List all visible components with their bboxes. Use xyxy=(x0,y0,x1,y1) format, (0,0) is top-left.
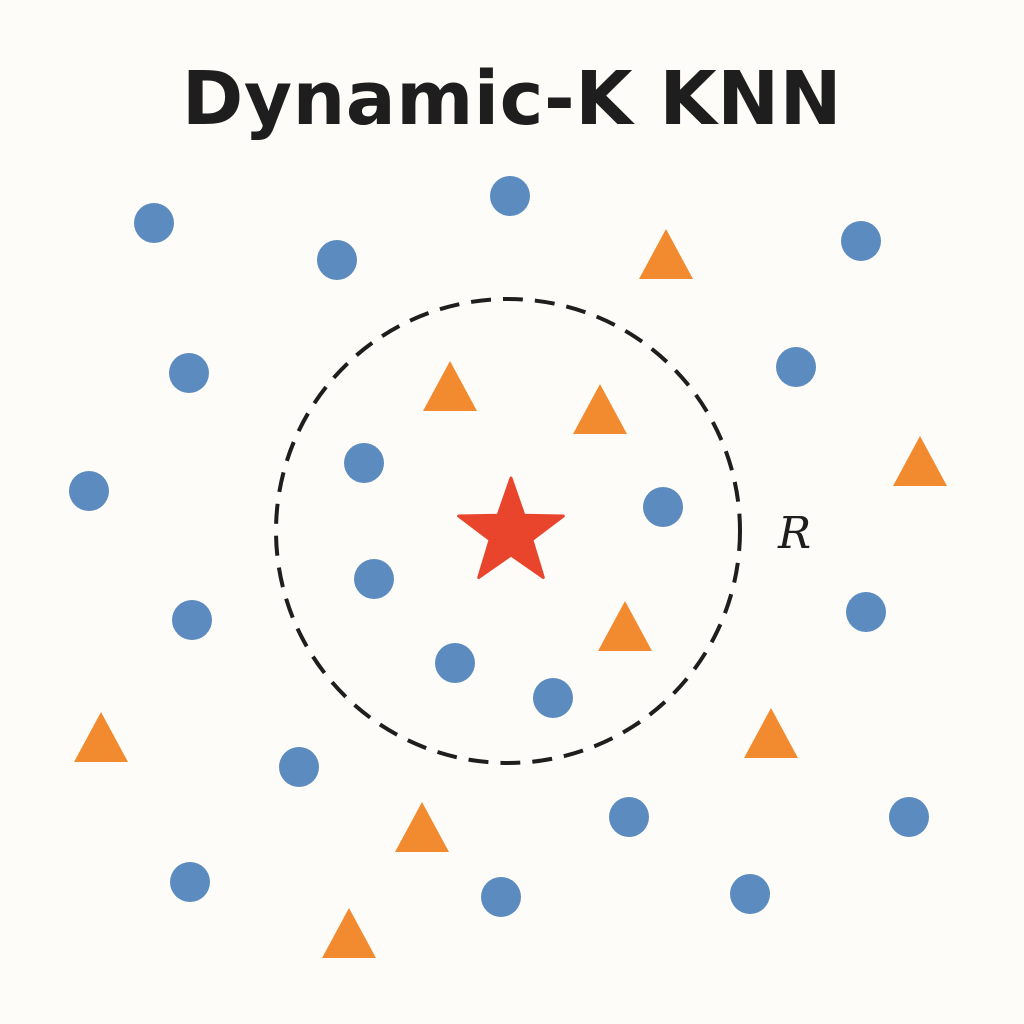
radius-boundary xyxy=(274,297,742,765)
class-a-circle-point xyxy=(317,240,357,280)
class-b-triangle-point xyxy=(893,436,947,486)
radius-label: R xyxy=(777,508,811,559)
class-a-circle-point xyxy=(354,559,394,599)
class-b-triangle-point xyxy=(74,712,128,762)
diagram-title: Dynamic-K KNN xyxy=(181,56,843,142)
class-a-circle-point xyxy=(69,471,109,511)
class-a-circle-point xyxy=(134,203,174,243)
class-b-triangle-point xyxy=(598,601,652,651)
class-a-circle-point xyxy=(846,592,886,632)
class-a-circle-point xyxy=(643,487,683,527)
class-a-circle-point xyxy=(889,797,929,837)
class-a-circle-point xyxy=(279,747,319,787)
class-a-circle-point xyxy=(609,797,649,837)
class-a-circle-point xyxy=(841,221,881,261)
class-a-circle-point xyxy=(172,600,212,640)
class-b-triangle-point xyxy=(423,361,477,411)
class-b-triangle-point xyxy=(395,802,449,852)
class-a-circle-point xyxy=(533,678,573,718)
class-a-circle-point xyxy=(435,643,475,683)
class-b-triangle-point xyxy=(573,384,627,434)
class-b-triangle-point xyxy=(639,229,693,279)
class-a-circle-point xyxy=(481,877,521,917)
query-star-point xyxy=(457,476,565,579)
class-b-triangle-point xyxy=(744,708,798,758)
class-a-circle-point xyxy=(344,443,384,483)
class-a-circle-point xyxy=(170,862,210,902)
class-b-triangle-point xyxy=(322,908,376,958)
class-a-circle-point xyxy=(169,353,209,393)
class-a-circle-point xyxy=(776,347,816,387)
class-a-circle-point xyxy=(730,874,770,914)
class-a-circle-point xyxy=(490,176,530,216)
